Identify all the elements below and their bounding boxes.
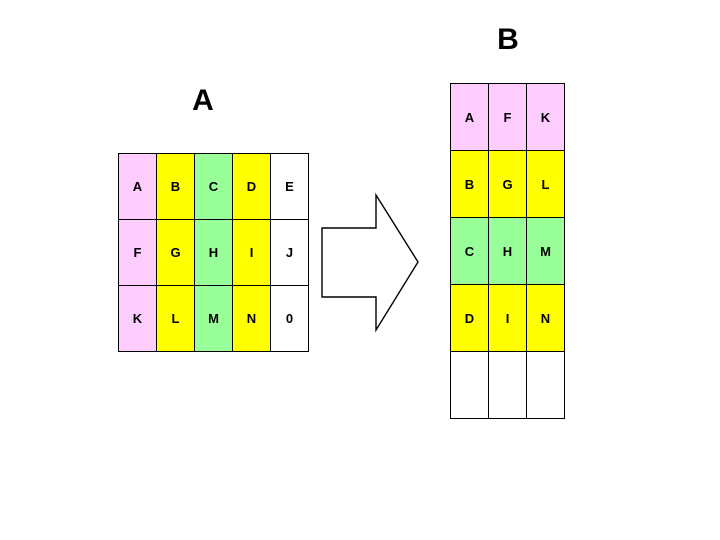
- source-cell-r1-c2: H: [194, 219, 233, 286]
- result-cell-r4-c0: [450, 351, 489, 419]
- source-cell-r0-c0: A: [118, 153, 157, 220]
- source-cell-r1-c0: F: [118, 219, 157, 286]
- result-cell-r2-c1: H: [488, 217, 527, 285]
- result-matrix-row: [450, 351, 565, 419]
- source-cell-r1-c4: J: [270, 219, 309, 286]
- source-cell-r2-c2: M: [194, 285, 233, 352]
- result-cell-r3-c2: N: [526, 284, 565, 352]
- result-cell-r3-c1: I: [488, 284, 527, 352]
- result-cell-r3-c0: D: [450, 284, 489, 352]
- source-cell-r0-c3: D: [232, 153, 271, 220]
- result-cell-r0-c1: F: [488, 83, 527, 151]
- result-cell-r2-c0: C: [450, 217, 489, 285]
- result-cell-r2-c2: M: [526, 217, 565, 285]
- source-matrix-title: A: [192, 84, 214, 117]
- result-cell-r0-c2: K: [526, 83, 565, 151]
- result-cell-r4-c2: [526, 351, 565, 419]
- source-cell-r2-c4: 0: [270, 285, 309, 352]
- block-arrow-right-icon: [318, 190, 422, 336]
- source-cell-r2-c3: N: [232, 285, 271, 352]
- source-cell-r0-c4: E: [270, 153, 309, 220]
- source-cell-r0-c2: C: [194, 153, 233, 220]
- result-cell-r1-c0: B: [450, 150, 489, 218]
- result-cell-r4-c1: [488, 351, 527, 419]
- source-cell-r0-c1: B: [156, 153, 195, 220]
- arrow-polygon: [321, 192, 419, 333]
- result-cell-r1-c1: G: [488, 150, 527, 218]
- source-cell-r1-c1: G: [156, 219, 195, 286]
- result-cell-r1-c2: L: [526, 150, 565, 218]
- block-arrow-right-svg: [321, 192, 419, 333]
- source-cell-r1-c3: I: [232, 219, 271, 286]
- source-cell-r2-c1: L: [156, 285, 195, 352]
- source-cell-r2-c0: K: [118, 285, 157, 352]
- result-cell-r0-c0: A: [450, 83, 489, 151]
- result-matrix-title: B: [497, 23, 519, 56]
